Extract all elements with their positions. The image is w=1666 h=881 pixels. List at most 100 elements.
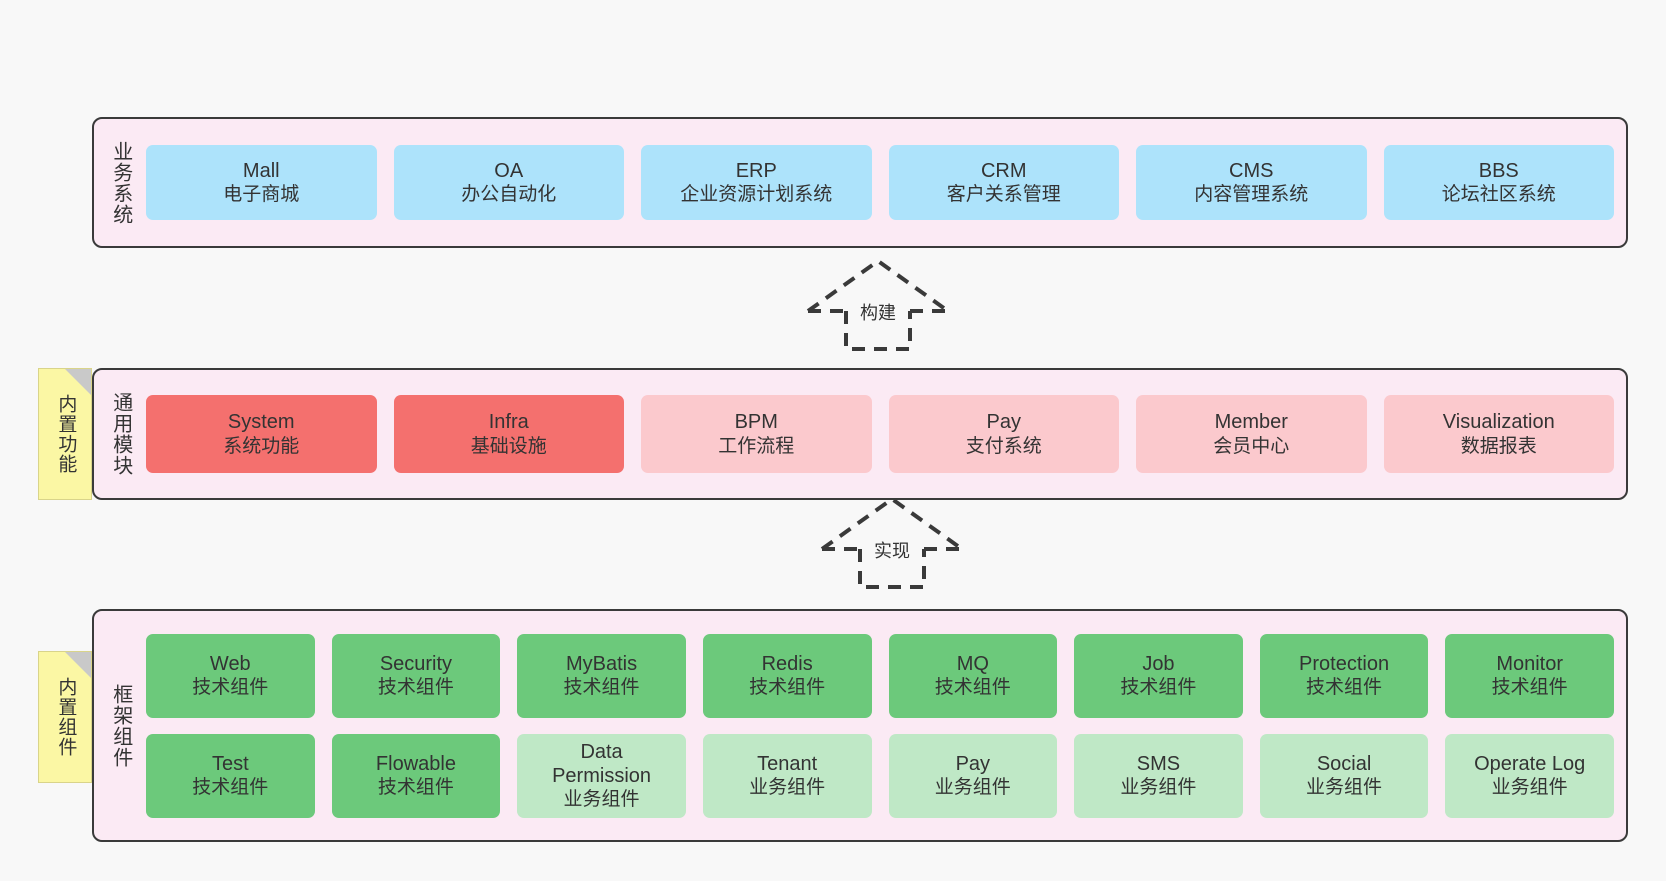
framework-item-monitor[interactable]: Monitor 技术组件 [1445, 633, 1614, 718]
framework-rows-container: Web 技术组件 Security 技术组件 MyBatis 技术组件 Redi… [146, 611, 1626, 840]
sticky-note-label: 内置组件 [55, 677, 77, 757]
framework-item-redis[interactable]: Redis 技术组件 [702, 633, 872, 718]
business-item-mall[interactable]: Mall 电子商城 [146, 145, 377, 220]
connector-build: 构建 [798, 255, 958, 351]
common-modules-row-container: System 系统功能 Infra 基础设施 BPM 工作流程 Pay 支付系统… [146, 370, 1626, 498]
framework-item-social[interactable]: Social 业务组件 [1259, 733, 1429, 818]
module-item-desc: 系统功能 [223, 435, 300, 457]
business-item-name: Mall [242, 159, 280, 182]
framework-item-desc: 技术组件 [377, 677, 454, 699]
framework-item-tenant[interactable]: Tenant 业务组件 [702, 733, 872, 818]
business-item-name: ERP [735, 159, 777, 182]
module-item-desc: 基础设施 [470, 435, 547, 457]
layer-framework-components: 框架组件 Web 技术组件 Security 技术组件 MyBatis 技术组件… [92, 609, 1628, 842]
framework-item-desc: 业务组件 [934, 777, 1011, 799]
sticky-note-builtin-features: 内置功能 [38, 368, 92, 500]
layer-label-framework-components: 框架组件 [109, 683, 132, 768]
layer-common-modules: 通用模块 System 系统功能 Infra 基础设施 BPM 工作流程 Pay… [92, 368, 1628, 500]
framework-item-name: Job [1142, 652, 1175, 675]
module-item-name: System [227, 411, 295, 434]
framework-item-name: Pay [955, 752, 991, 775]
framework-item-mq[interactable]: MQ 技术组件 [888, 633, 1058, 718]
framework-item-security[interactable]: Security 技术组件 [331, 633, 501, 718]
framework-item-desc: 技术组件 [1491, 677, 1568, 699]
module-item-desc: 数据报表 [1460, 435, 1537, 457]
framework-item-test[interactable]: Test 技术组件 [146, 733, 315, 818]
business-item-desc: 企业资源计划系统 [680, 184, 833, 206]
framework-item-desc: 技术组件 [1120, 677, 1197, 699]
framework-item-name: Monitor [1496, 652, 1564, 675]
common-modules-row: System 系统功能 Infra 基础设施 BPM 工作流程 Pay 支付系统… [146, 395, 1614, 473]
layer-label-common-modules: 通用模块 [109, 392, 132, 476]
module-item-name: BPM [734, 411, 778, 434]
module-item-member[interactable]: Member 会员中心 [1136, 395, 1367, 473]
generalization-arrow-icon [820, 496, 964, 589]
framework-item-name: Security [379, 652, 453, 675]
connector-build-label: 构建 [860, 303, 896, 323]
framework-item-desc: 技术组件 [192, 777, 269, 799]
framework-item-name: Protection [1299, 652, 1390, 675]
framework-item-desc: 技术组件 [377, 777, 454, 799]
framework-item-name: Web [209, 652, 251, 675]
framework-item-name-line2: Permission [552, 764, 652, 787]
framework-item-name: Data [580, 740, 623, 763]
framework-item-name: Social [1316, 752, 1372, 775]
framework-business-row: Test 技术组件 Flowable 技术组件 Data Permission … [146, 733, 1614, 818]
framework-item-operate-log[interactable]: Operate Log 业务组件 [1445, 733, 1614, 818]
module-item-name: Pay [986, 411, 1021, 434]
framework-item-desc: 业务组件 [1120, 777, 1197, 799]
layer-business-systems: 业务系统 Mall 电子商城 OA 办公自动化 ERP 企业资源计划系统 CRM… [92, 117, 1628, 248]
business-item-desc: 电子商城 [223, 184, 300, 206]
framework-item-name: MQ [956, 652, 989, 675]
business-item-name: BBS [1478, 159, 1519, 182]
framework-item-name: SMS [1136, 752, 1181, 775]
framework-item-web[interactable]: Web 技术组件 [146, 633, 315, 718]
business-item-desc: 办公自动化 [461, 184, 557, 206]
business-item-cms[interactable]: CMS 内容管理系统 [1136, 145, 1367, 220]
framework-item-desc: 业务组件 [1306, 777, 1383, 799]
framework-item-desc: 技术组件 [563, 677, 640, 699]
business-systems-row: Mall 电子商城 OA 办公自动化 ERP 企业资源计划系统 CRM 客户关系… [146, 145, 1614, 220]
generalization-arrow-icon [806, 258, 950, 351]
module-item-pay[interactable]: Pay 支付系统 [888, 395, 1119, 473]
framework-item-pay[interactable]: Pay 业务组件 [888, 733, 1058, 818]
connector-realize: 实现 [812, 493, 972, 589]
business-item-name: CMS [1229, 159, 1274, 182]
module-item-visualization[interactable]: Visualization 数据报表 [1383, 395, 1614, 473]
module-item-bpm[interactable]: BPM 工作流程 [641, 395, 872, 473]
business-item-oa[interactable]: OA 办公自动化 [393, 145, 624, 220]
framework-item-name: Test [211, 752, 249, 775]
framework-item-name: MyBatis [566, 652, 638, 675]
framework-item-job[interactable]: Job 技术组件 [1074, 633, 1243, 718]
framework-item-protection[interactable]: Protection 技术组件 [1259, 633, 1429, 718]
business-item-name: OA [494, 159, 524, 182]
business-item-bbs[interactable]: BBS 论坛社区系统 [1383, 145, 1614, 220]
framework-item-name: Operate Log [1474, 752, 1586, 775]
business-systems-row-container: Mall 电子商城 OA 办公自动化 ERP 企业资源计划系统 CRM 客户关系… [146, 119, 1626, 246]
framework-item-desc: 业务组件 [563, 789, 640, 811]
business-item-erp[interactable]: ERP 企业资源计划系统 [641, 145, 872, 220]
connector-realize-label: 实现 [874, 541, 910, 561]
business-item-desc: 客户关系管理 [946, 184, 1061, 206]
sticky-note-label: 内置功能 [55, 394, 77, 474]
sticky-note-builtin-components: 内置组件 [38, 651, 92, 783]
framework-item-flowable[interactable]: Flowable 技术组件 [331, 733, 501, 818]
module-item-infra[interactable]: Infra 基础设施 [393, 395, 624, 473]
module-item-name: Infra [488, 411, 529, 434]
framework-item-mybatis[interactable]: MyBatis 技术组件 [517, 633, 686, 718]
framework-item-sms[interactable]: SMS 业务组件 [1074, 733, 1243, 818]
module-item-desc: 会员中心 [1213, 435, 1290, 457]
module-item-desc: 支付系统 [965, 435, 1042, 457]
framework-item-name: Redis [761, 652, 813, 675]
framework-item-data-permission[interactable]: Data Permission 业务组件 [517, 733, 686, 818]
module-item-system[interactable]: System 系统功能 [146, 395, 377, 473]
layer-label-business-systems: 业务系统 [109, 140, 132, 225]
framework-item-name: Flowable [375, 752, 456, 775]
business-item-crm[interactable]: CRM 客户关系管理 [888, 145, 1119, 220]
framework-item-name: Tenant [757, 752, 818, 775]
framework-item-desc: 业务组件 [1491, 777, 1568, 799]
framework-item-desc: 业务组件 [749, 777, 826, 799]
business-item-name: CRM [980, 159, 1027, 182]
business-item-desc: 内容管理系统 [1194, 184, 1309, 206]
